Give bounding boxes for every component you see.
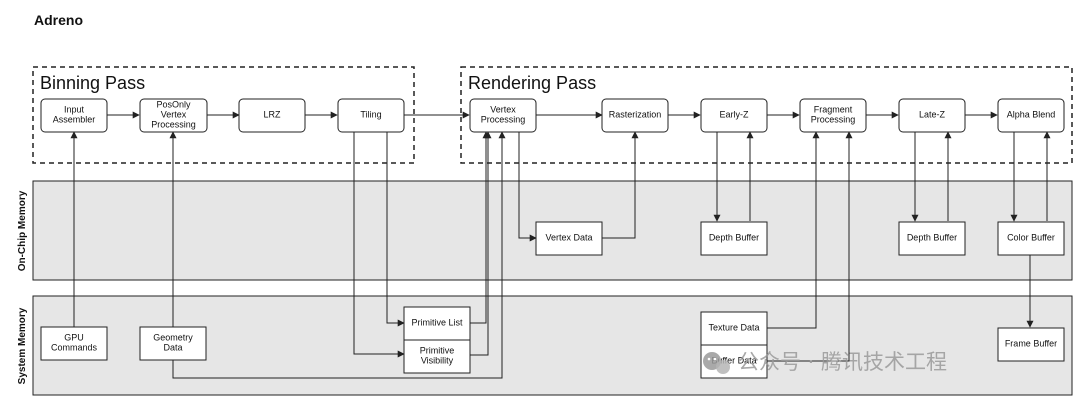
box-tiling: Tiling [337, 98, 405, 133]
arrow-primlist-to-vertex [470, 131, 490, 324]
box-depth-buffer-late: Depth Buffer [898, 221, 966, 256]
on-chip-memory-label: On-Chip Memory [17, 190, 28, 271]
box-early-z: Early-Z [700, 98, 768, 133]
box-label-line: Commands [51, 343, 98, 353]
box-label-line: Early-Z [720, 110, 750, 120]
arrow-vertex-to-vertexdata [518, 132, 537, 242]
connectors [70, 111, 1051, 379]
box-label-line: Texture Data [708, 323, 759, 333]
box-label-line: Primitive [420, 346, 455, 356]
box-label-line: Geometry [153, 333, 193, 343]
box-rasterization: Rasterization [601, 98, 669, 133]
box-label: Late-Z [919, 110, 946, 120]
box-depth-buffer-early: Depth Buffer [700, 221, 768, 256]
box-label: Vertex Data [545, 233, 592, 243]
wechat-icon [703, 352, 730, 374]
arrow-tiling-to-primvis [353, 132, 405, 358]
binning-pass-frame [32, 66, 415, 164]
arrow-vertexdata-to-raster [601, 131, 639, 239]
box-vertex-data: Vertex Data [535, 221, 603, 256]
box-label-line: Frame Buffer [1005, 339, 1057, 349]
arrow-buffer-to-fragment [767, 131, 853, 362]
box-texture-data: Texture Data [700, 311, 768, 346]
box-alpha-blend: Alpha Blend [997, 98, 1065, 133]
box-label-line: Input [64, 105, 85, 115]
box-label-line: PosOnly [156, 100, 191, 110]
box-label: Depth Buffer [907, 233, 957, 243]
box-frame-buffer: Frame Buffer [997, 327, 1065, 362]
binning-pass-title: Binning Pass [40, 73, 145, 93]
box-label: Frame Buffer [1005, 339, 1057, 349]
diagram-title: Adreno [34, 12, 83, 28]
box-label-line: Processing [151, 120, 196, 130]
box-label: Early-Z [720, 110, 750, 120]
box-label-line: Visibility [421, 356, 454, 366]
box-label-line: Late-Z [919, 110, 946, 120]
box-label: Color Buffer [1007, 233, 1055, 243]
rendering-pass-title: Rendering Pass [468, 73, 596, 93]
arrow-texture-to-fragment [767, 131, 820, 329]
watermark-text: 公众号 · 腾讯技术工程 [738, 350, 947, 374]
system-memory-label: System Memory [17, 307, 28, 384]
box-primitive-list: Primitive List [403, 306, 471, 341]
box-label: Texture Data [708, 323, 759, 333]
box-label: LRZ [263, 110, 281, 120]
box-label-line: Depth Buffer [907, 233, 957, 243]
box-label-line: Vertex [490, 105, 516, 115]
arrow-tiling-to-primlist [386, 132, 405, 327]
box-label-line: Color Buffer [1007, 233, 1055, 243]
arrow-geometry-to-vertex [172, 131, 506, 379]
box-label-line: Primitive List [411, 318, 463, 328]
box-label-line: Buffer Data [711, 356, 756, 366]
box-label-line: GPU [64, 333, 84, 343]
box-lrz: LRZ [238, 98, 306, 133]
box-label: Depth Buffer [709, 233, 759, 243]
box-late-z: Late-Z [898, 98, 966, 133]
box-label-line: Tiling [360, 110, 381, 120]
box-label: Tiling [360, 110, 381, 120]
box-label-line: Vertex [161, 110, 187, 120]
box-color-buffer: Color Buffer [997, 221, 1065, 256]
box-label-line: Vertex Data [545, 233, 592, 243]
box-label-line: Assembler [53, 115, 96, 125]
arrow-primvis-to-vertex [470, 131, 492, 356]
watermark: 公众号 · 腾讯技术工程 [703, 350, 947, 374]
box-label-line: Data [163, 343, 182, 353]
box-label-line: Processing [481, 115, 526, 125]
box-label: Rasterization [609, 110, 662, 120]
box-label-line: LRZ [263, 110, 281, 120]
rendering-pass-frame [460, 66, 1073, 164]
box-label-line: Fragment [814, 105, 853, 115]
box-label: Primitive List [411, 318, 463, 328]
box-label-line: Rasterization [609, 110, 662, 120]
box-label-line: Alpha Blend [1007, 110, 1056, 120]
box-label: Alpha Blend [1007, 110, 1056, 120]
box-label: Buffer Data [711, 356, 756, 366]
box-label-line: Depth Buffer [709, 233, 759, 243]
box-label-line: Processing [811, 115, 856, 125]
